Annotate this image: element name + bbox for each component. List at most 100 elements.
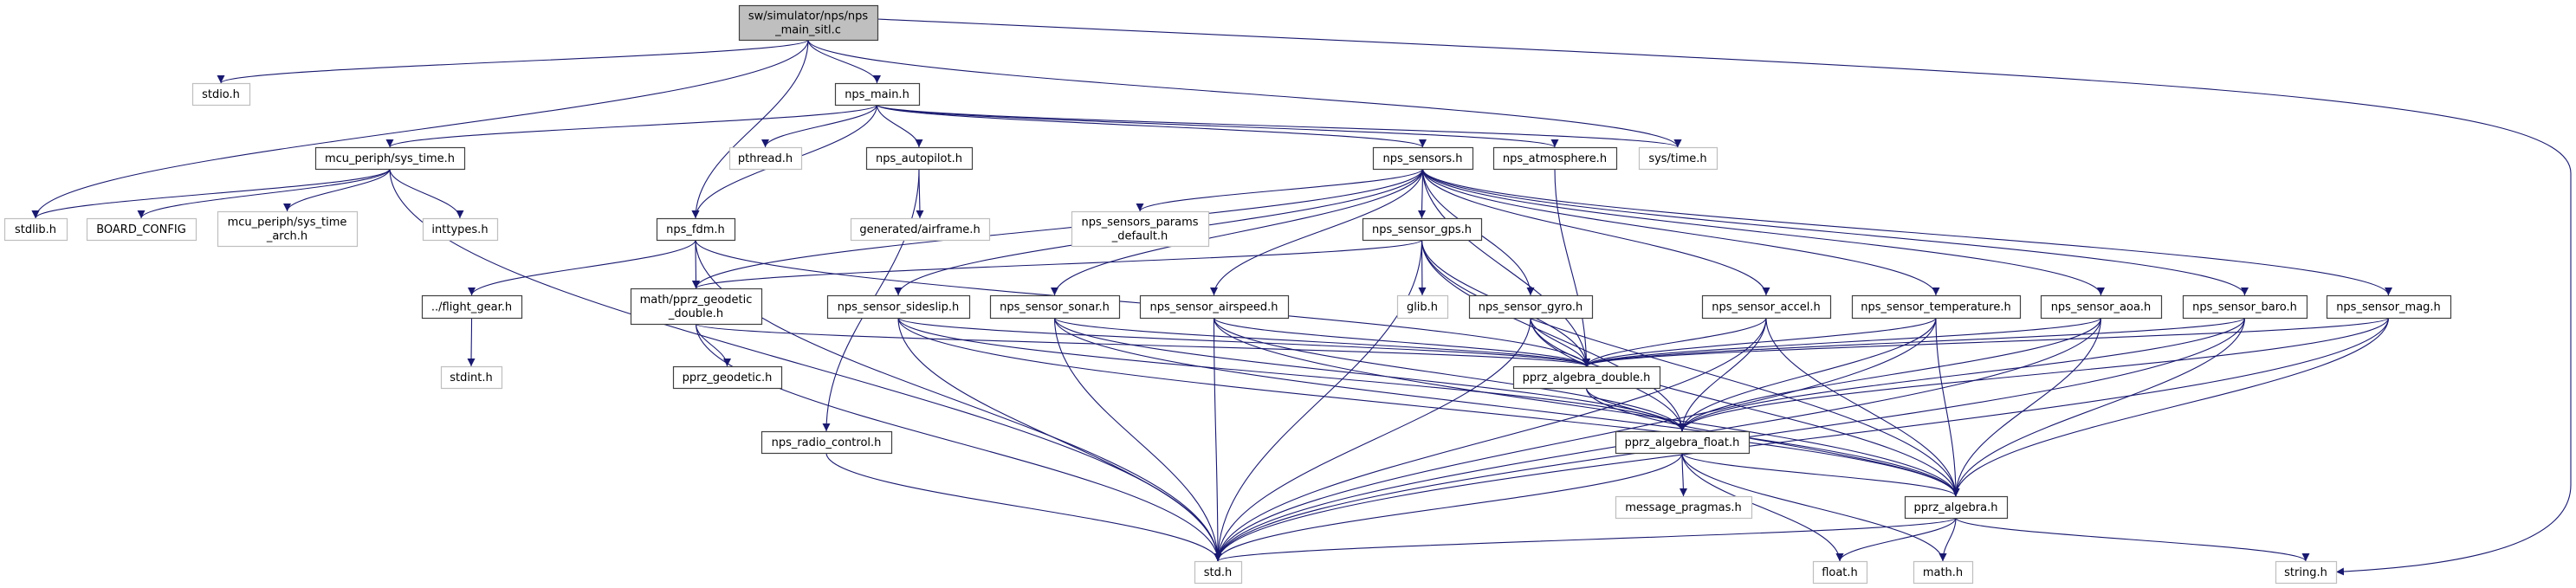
node-radio[interactable]: nps_radio_control.h: [761, 430, 893, 455]
edge-sensors-to-aoa: [1421, 168, 2105, 296]
edge-sensors-to-airspeed: [1210, 168, 1424, 296]
node-gps[interactable]: nps_sensor_gps.h: [1362, 217, 1483, 242]
node-label: _double.h: [668, 307, 723, 320]
node-accel[interactable]: nps_sensor_accel.h: [1701, 294, 1832, 320]
edge-aoa-to-alg_double: [1582, 317, 2102, 367]
node-stdint: stdint.h: [440, 365, 503, 390]
node-geodetic-double[interactable]: math/pprz_geodetic_double.h: [630, 288, 763, 326]
node-box: [1492, 146, 1618, 171]
edge-accel-to-std: [1214, 317, 1767, 562]
node-box: [630, 288, 763, 326]
edge-geodetic_double-to-std: [695, 323, 1222, 562]
node-sideslip[interactable]: nps_sensor_sideslip.h: [826, 294, 971, 320]
node-label: nps_sensor_gps.h: [1372, 223, 1472, 236]
edge-alg_float-to-std: [1214, 452, 1683, 562]
node-box: [761, 430, 893, 455]
edge-root-to-nps_main: [807, 39, 881, 84]
edge-sys_time-to-board: [137, 168, 391, 219]
node-label: nps_atmosphere.h: [1503, 152, 1607, 165]
node-temperature[interactable]: nps_sensor_temperature.h: [1851, 294, 2022, 320]
node-box: [2182, 294, 2308, 320]
node-box: [1638, 146, 1718, 171]
edge-gps-to-std: [1214, 239, 1423, 562]
edge-nps_main-to-atmosphere: [876, 104, 1559, 148]
node-alg-double[interactable]: pprz_algebra_double.h: [1512, 365, 1661, 390]
node-box: [1071, 210, 1210, 248]
edge-sideslip-to-alg_float: [897, 317, 1686, 432]
edge-fdm-to-std: [695, 239, 1222, 562]
edge-sensors-to-mag: [1421, 168, 2392, 296]
node-mag[interactable]: nps_sensor_mag.h: [2326, 294, 2452, 320]
node-geodetic[interactable]: pprz_geodetic.h: [672, 365, 783, 390]
node-string: string.h: [2275, 560, 2338, 585]
node-box: [422, 217, 499, 242]
node-label: nps_sensor_mag.h: [2336, 301, 2441, 314]
node-label: pprz_geodetic.h: [683, 372, 773, 384]
node-box: [728, 146, 803, 171]
node-box: [191, 82, 251, 107]
edge-temperature-to-alg_float: [1678, 317, 1937, 432]
node-label: pprz_algebra_float.h: [1625, 436, 1740, 449]
edge-algebra-to-std: [1214, 517, 1957, 562]
node-alg-float[interactable]: pprz_algebra_float.h: [1615, 430, 1751, 455]
node-label: pprz_algebra.h: [1914, 501, 1998, 514]
edge-airspeed-to-alg_double: [1213, 317, 1590, 367]
node-label: math.h: [1923, 566, 1963, 579]
node-box: [3, 217, 68, 242]
edge-radio-to-std: [825, 452, 1222, 562]
node-pragmas: message_pragmas.h: [1615, 495, 1753, 520]
node-root[interactable]: sw/simulator/nps/nps_main_sitl.c: [738, 4, 879, 42]
node-label: sw/simulator/nps/nps: [748, 10, 869, 23]
edge-alg_double-to-alg_float: [1585, 387, 1686, 432]
node-aoa[interactable]: nps_sensor_aoa.h: [2040, 294, 2163, 320]
edge-gps-to-algebra: [1421, 239, 1960, 497]
node-label: sys/time.h: [1648, 152, 1706, 165]
edge-sensors-to-alg_double: [1421, 168, 1590, 367]
node-label: nps_sensor_airspeed.h: [1150, 301, 1278, 314]
node-box: [1512, 365, 1661, 390]
edge-root-to-fdm: [691, 39, 809, 219]
node-sonar[interactable]: nps_sensor_sonar.h: [989, 294, 1121, 320]
node-sensors[interactable]: nps_sensors.h: [1372, 146, 1474, 171]
node-box: [440, 365, 503, 390]
edge-alg_double-to-algebra: [1585, 387, 1960, 497]
edge-nps_main-to-sensors: [876, 104, 1427, 148]
node-label: nps_sensor_gyro.h: [1479, 301, 1582, 314]
node-label: stdlib.h: [15, 223, 56, 236]
edge-sideslip-to-std: [897, 317, 1222, 562]
edge-sensors-to-temperature: [1421, 168, 1940, 296]
node-label: _default.h: [1111, 230, 1168, 243]
node-gyro[interactable]: nps_sensor_gyro.h: [1468, 294, 1594, 320]
node-sys-time[interactable]: mcu_periph/sys_time.h: [314, 146, 466, 171]
node-box: [217, 210, 359, 248]
edges: [31, 18, 2572, 576]
node-box: [1615, 430, 1751, 455]
node-params: nps_sensors_params_default.h: [1071, 210, 1210, 248]
node-box: [1615, 495, 1753, 520]
node-atmosphere[interactable]: nps_atmosphere.h: [1492, 146, 1618, 171]
node-autopilot[interactable]: nps_autopilot.h: [865, 146, 974, 171]
node-std: std.h: [1194, 560, 1243, 585]
edge-root-to-stdio: [217, 39, 809, 84]
node-flight-gear[interactable]: ../flight_gear.h: [421, 294, 523, 320]
node-label: BOARD_CONFIG: [96, 223, 186, 236]
edge-gyro-to-std: [1214, 317, 1531, 562]
edge-fdm-to-flight_gear: [468, 239, 696, 296]
node-box: [1904, 495, 2009, 520]
node-inttypes: inttypes.h: [422, 217, 499, 242]
node-nps-main[interactable]: nps_main.h: [834, 82, 921, 107]
node-box: [1701, 294, 1832, 320]
node-label: stdint.h: [450, 372, 492, 384]
node-algebra[interactable]: pprz_algebra.h: [1904, 495, 2009, 520]
edge-sonar-to-std: [1053, 317, 1222, 562]
node-glib: glib.h: [1396, 294, 1449, 320]
node-fdm[interactable]: nps_fdm.h: [656, 217, 736, 242]
edge-sonar-to-alg_double: [1053, 317, 1590, 367]
edge-accel-to-alg_float: [1678, 317, 1767, 432]
edge-baro-to-alg_double: [1582, 317, 2246, 367]
edge-algebra-to-string: [1955, 517, 2310, 562]
node-airspeed[interactable]: nps_sensor_airspeed.h: [1139, 294, 1290, 320]
node-sys-time-arch: mcu_periph/sys_time_arch.h: [217, 210, 359, 248]
node-baro[interactable]: nps_sensor_baro.h: [2182, 294, 2308, 320]
